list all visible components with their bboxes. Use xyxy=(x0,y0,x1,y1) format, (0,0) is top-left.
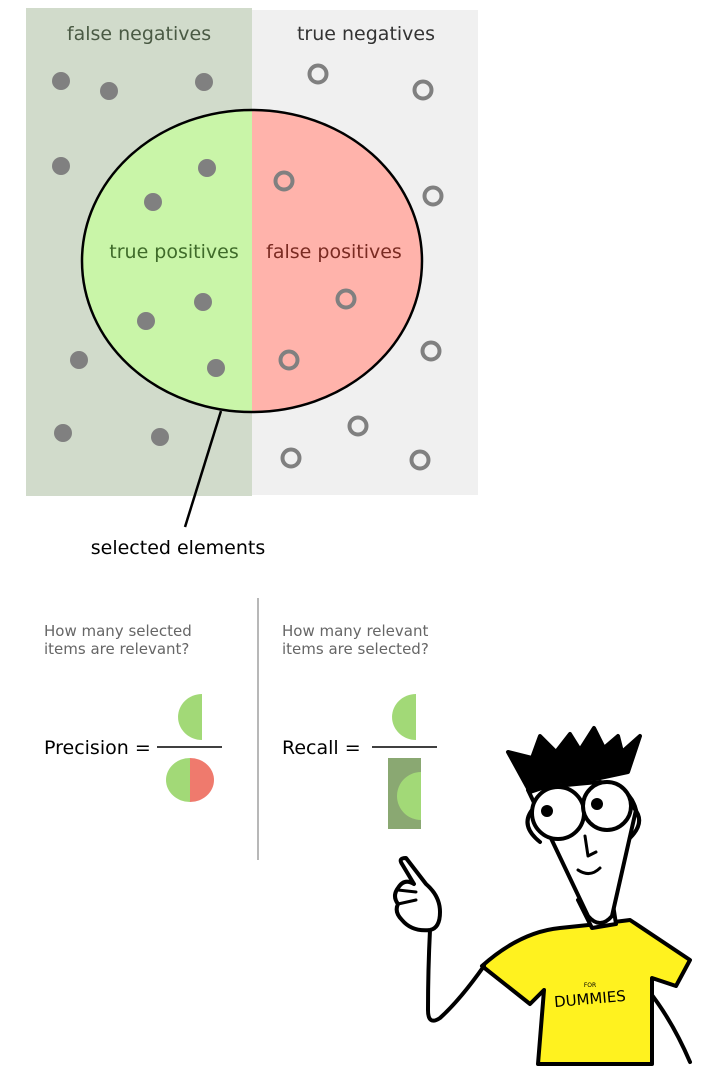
precision-recall-diagram: false negatives true negatives true posi… xyxy=(26,8,478,559)
irrelevant-ring xyxy=(409,449,431,471)
dummies-mascot: FOR DUMMIES xyxy=(393,726,692,1066)
mascot-shirt-text-small: FOR xyxy=(584,982,596,989)
false-positives-label: false positives xyxy=(266,241,402,263)
recall-formula: How many relevant items are selected? Re… xyxy=(282,622,437,829)
irrelevant-ring xyxy=(278,349,300,371)
irrelevant-ring xyxy=(412,79,434,101)
precision-formula: How many selected items are relevant? Pr… xyxy=(44,622,222,802)
relevant-dot xyxy=(198,159,216,177)
relevant-dot xyxy=(207,359,225,377)
mascot-left-pupil xyxy=(541,805,553,817)
selection-ellipse xyxy=(80,108,424,414)
false-positives-region xyxy=(252,110,422,412)
selected-elements-pointer xyxy=(183,410,223,528)
false-negatives-label: false negatives xyxy=(67,23,211,45)
mascot-back-arm xyxy=(646,988,692,1064)
relevant-dot xyxy=(144,193,162,211)
true-positives-label: true positives xyxy=(109,241,238,263)
precision-question-line-2: items are relevant? xyxy=(44,640,189,658)
true-positives-region xyxy=(82,110,252,412)
relevant-dot xyxy=(54,424,72,442)
irrelevant-ring xyxy=(307,63,329,85)
mascot-left-eye xyxy=(530,785,586,841)
irrelevant-ring xyxy=(347,415,369,437)
irrelevant-items xyxy=(273,63,444,471)
formulas-section: How many selected items are relevant? Pr… xyxy=(44,598,437,860)
mascot-knuckles xyxy=(396,888,418,906)
relevant-dot xyxy=(52,72,70,90)
relevant-dot xyxy=(151,428,169,446)
relevant-dot xyxy=(195,73,213,91)
relevant-dot xyxy=(100,82,118,100)
irrelevant-ring xyxy=(335,288,357,310)
recall-label: Recall = xyxy=(282,737,361,759)
precision-question-line-1: How many selected xyxy=(44,622,192,640)
recall-numerator-true-positives xyxy=(392,694,416,740)
recall-denominator-true-positives xyxy=(397,772,421,820)
relevant-dot xyxy=(137,312,155,330)
relevant-dot xyxy=(194,293,212,311)
mascot-right-pupil xyxy=(591,798,603,810)
selected-elements-label: selected elements xyxy=(91,537,266,559)
relevant-items xyxy=(52,72,225,446)
mascot-ear xyxy=(628,806,642,840)
precision-label: Precision = xyxy=(44,737,151,759)
recall-question-line-2: items are selected? xyxy=(282,640,429,658)
mascot-mouth xyxy=(576,866,602,875)
irrelevant-ring xyxy=(273,170,295,192)
relevant-dot xyxy=(70,351,88,369)
mascot-hair xyxy=(506,726,642,794)
relevant-dot xyxy=(52,157,70,175)
irrelevant-ring xyxy=(420,340,442,362)
mascot-pointing-arm xyxy=(426,928,486,1023)
true-negatives-label: true negatives xyxy=(297,23,435,45)
precision-denominator-true-positives xyxy=(166,758,190,802)
mascot-hand xyxy=(393,856,442,933)
recall-question-line-1: How many relevant xyxy=(282,622,428,640)
mascot-right-eye xyxy=(581,780,633,832)
irrelevant-ring xyxy=(422,185,444,207)
mascot-nose xyxy=(583,834,598,858)
irrelevant-ring xyxy=(280,447,302,469)
precision-denominator-false-positives xyxy=(190,758,214,802)
precision-numerator-true-positives xyxy=(178,694,202,740)
